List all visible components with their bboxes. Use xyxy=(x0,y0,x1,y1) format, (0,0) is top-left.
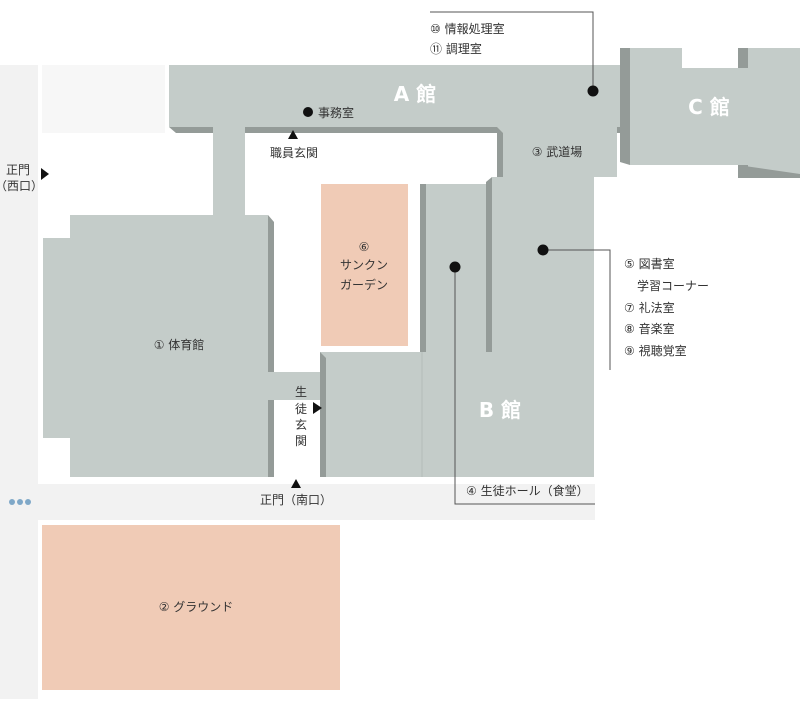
student-entrance-label-2: 徒 xyxy=(295,402,307,416)
library-label: ⑤ 図書室 xyxy=(624,256,675,271)
west-road xyxy=(0,65,38,699)
north-lot xyxy=(42,65,165,133)
info-room-marker-icon xyxy=(587,85,599,97)
leader-lines xyxy=(430,11,611,505)
corridor-a-gym xyxy=(213,127,245,215)
office-label: 事務室 xyxy=(318,105,354,120)
building-b-label: B 館 xyxy=(479,398,521,422)
music-label: ⑧ 音楽室 xyxy=(624,321,675,336)
building-b xyxy=(320,177,594,477)
student-entrance-icon xyxy=(313,402,322,414)
library-label-2: 学習コーナー xyxy=(637,278,709,293)
staff-entrance-icon xyxy=(288,130,298,139)
gym-building xyxy=(43,215,274,477)
hall-marker-icon xyxy=(449,261,461,273)
ground-area xyxy=(42,525,340,690)
corridor-gym-b xyxy=(268,372,320,400)
cooking-label: ⑪ 調理室 xyxy=(430,41,482,56)
sunken-label-2: ガーデン xyxy=(340,277,388,292)
road-marker-icon xyxy=(9,499,31,505)
staff-entrance-label: 職員玄関 xyxy=(270,145,318,160)
west-gate-label-1: 正門 xyxy=(6,163,30,177)
reiho-label: ⑦ 礼法室 xyxy=(624,300,675,315)
student-entrance-label-1: 生 xyxy=(295,385,307,399)
gym-label: ① 体育館 xyxy=(154,337,205,352)
student-entrance-label-3: 玄 xyxy=(295,417,307,432)
sunken-label-1: サンクン xyxy=(340,258,388,272)
west-gate-label-2: （西口） xyxy=(0,179,43,193)
building-c xyxy=(620,48,800,178)
building-a-label: A 館 xyxy=(394,82,436,106)
sunken-garden xyxy=(321,184,408,346)
info-label: ⑩ 情報処理室 xyxy=(430,21,505,36)
building-c-label: C 館 xyxy=(688,95,730,119)
av-label: ⑨ 視聴覚室 xyxy=(624,343,687,358)
south-road xyxy=(0,484,595,520)
sunken-num-label: ⑥ xyxy=(359,240,370,254)
hall-label: ④ 生徒ホール（食堂） xyxy=(466,483,589,498)
south-gate-label: 正門（南口） xyxy=(260,492,332,507)
west-gate-icon xyxy=(41,168,49,180)
library-marker-icon xyxy=(537,244,549,256)
student-entrance-label-4: 関 xyxy=(295,434,307,448)
office-marker-icon xyxy=(303,107,313,117)
budojo-building xyxy=(497,127,617,177)
ground-label: ② グラウンド xyxy=(159,600,234,614)
south-gate-icon xyxy=(291,479,301,488)
budojo-label: ③ 武道場 xyxy=(532,145,583,159)
